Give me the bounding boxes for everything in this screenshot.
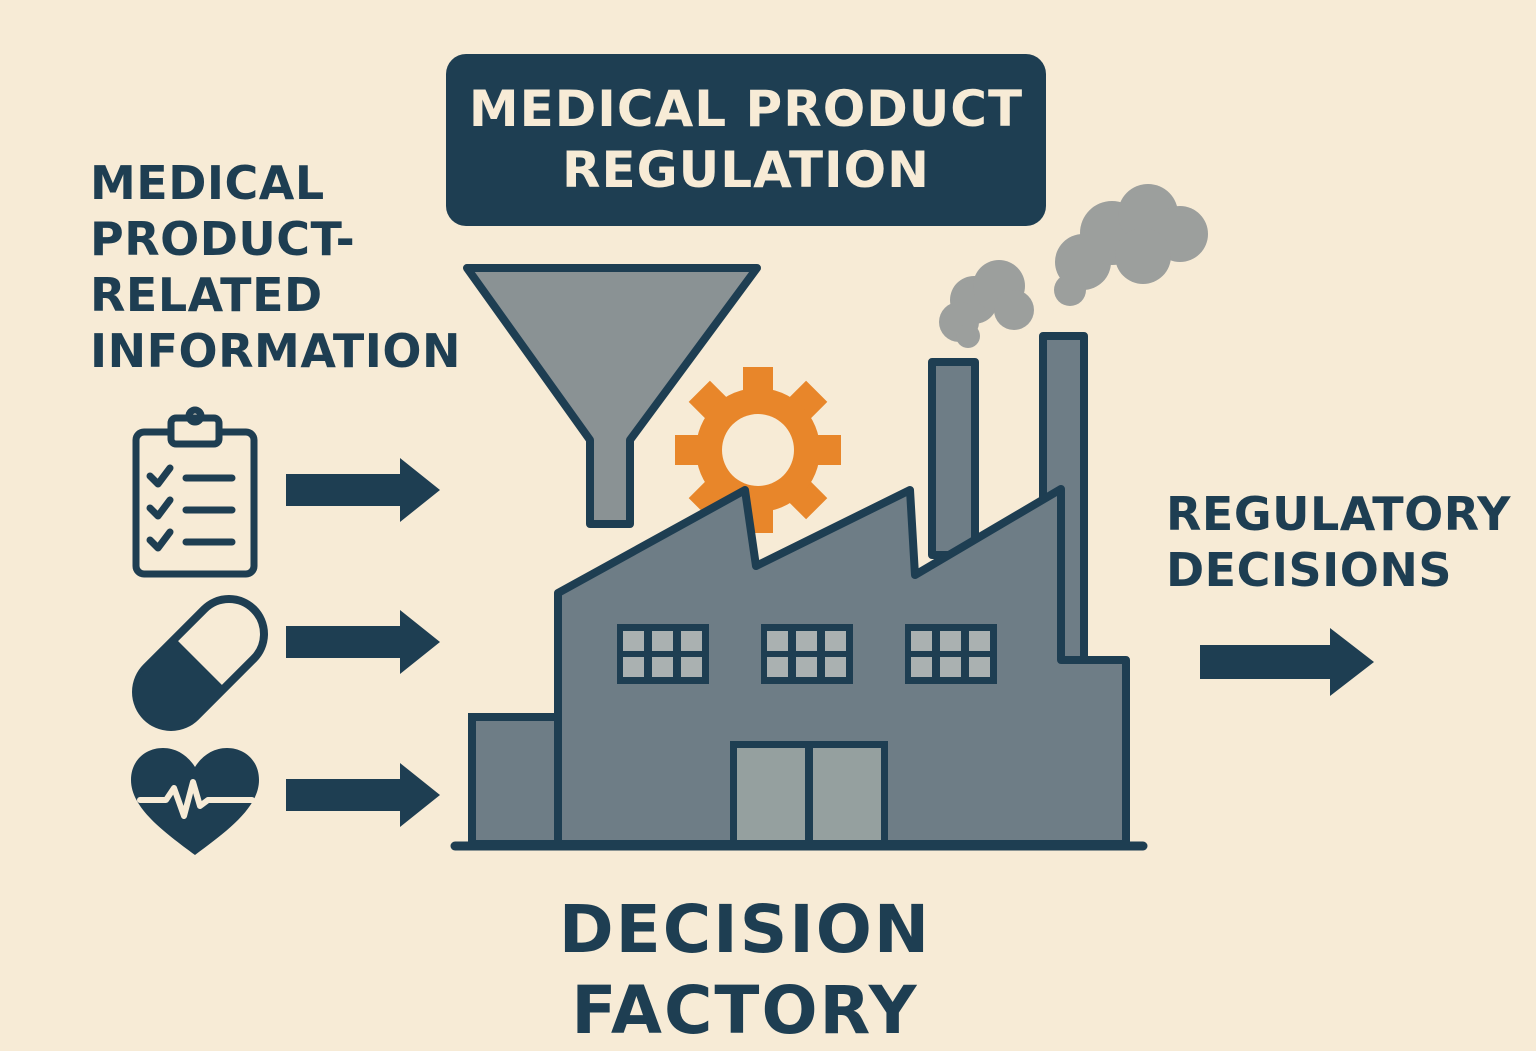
factory-window xyxy=(617,624,709,684)
factory-window xyxy=(761,624,853,684)
pill-capsule-icon xyxy=(132,595,268,731)
diagram-scene xyxy=(131,184,1374,855)
header-title: MEDICAL PRODUCT REGULATION xyxy=(468,80,1024,199)
factory-door xyxy=(730,741,888,844)
smoke-icon xyxy=(939,184,1208,348)
arrow-right-icon xyxy=(286,610,440,674)
funnel-icon xyxy=(463,264,761,528)
factory-window xyxy=(905,624,997,684)
arrow-right-icon xyxy=(286,458,440,522)
outputs-label: REGULATORY DECISIONS xyxy=(1166,487,1511,598)
inputs-label: MEDICAL PRODUCT- RELATED INFORMATION xyxy=(90,156,461,379)
header-box: MEDICAL PRODUCT REGULATION xyxy=(446,54,1046,226)
gear-icon xyxy=(675,367,841,533)
clipboard-checklist-icon xyxy=(132,406,258,578)
arrow-right-icon xyxy=(286,763,440,827)
heart-pulse-icon xyxy=(131,748,259,855)
arrow-right-icon xyxy=(1200,628,1374,696)
